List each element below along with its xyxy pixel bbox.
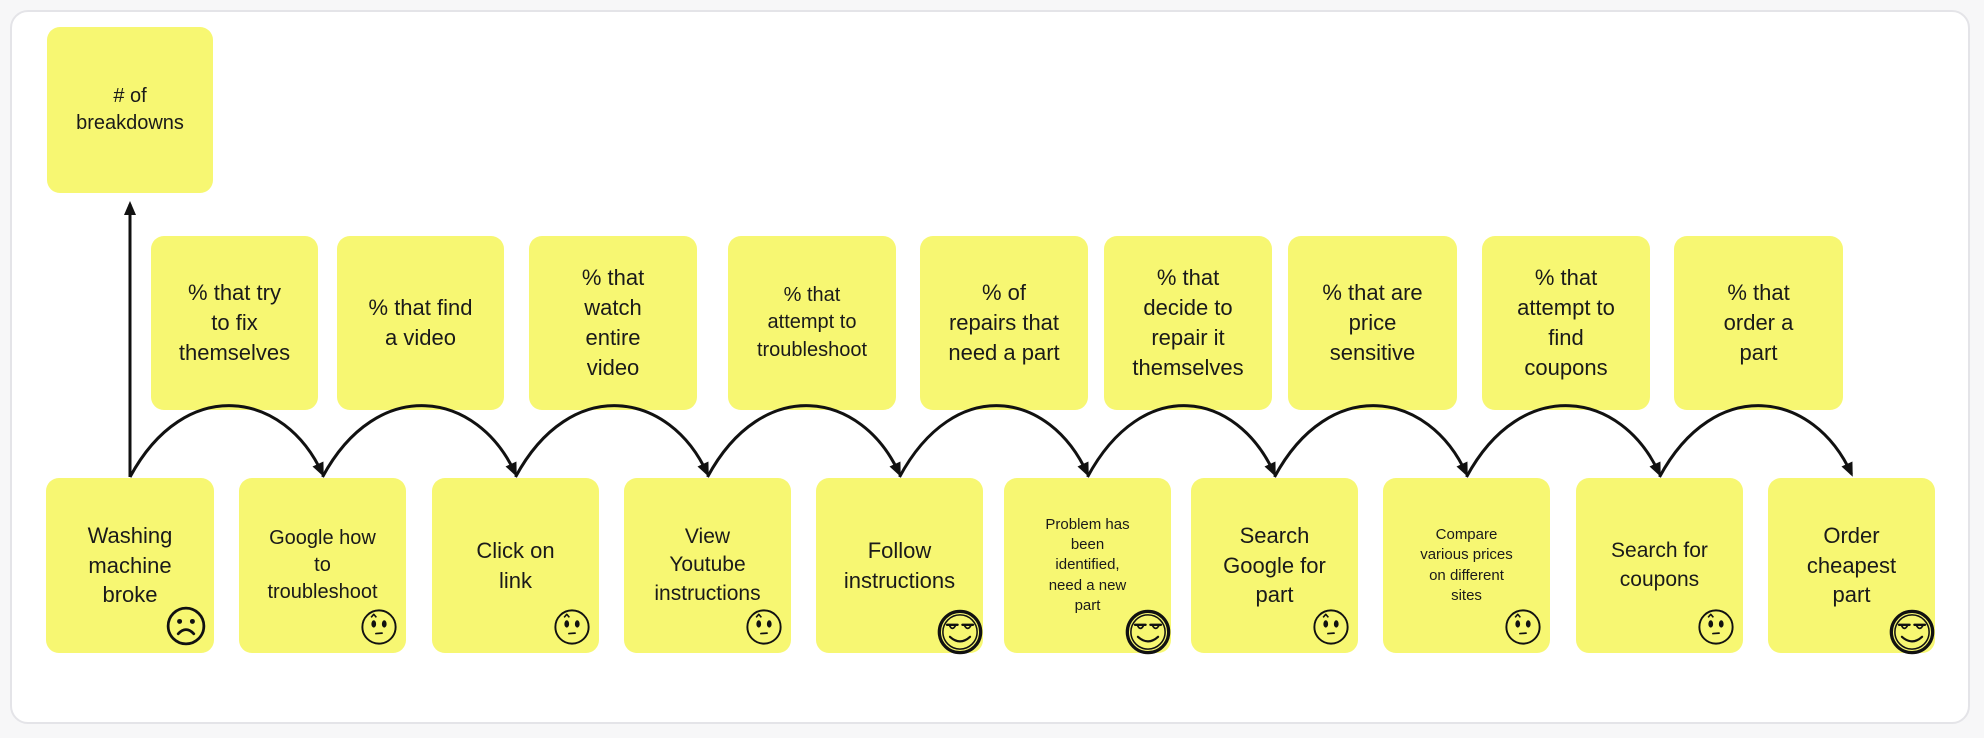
neutral-face-icon (551, 606, 593, 648)
sticky-note-label: Search Google for part (1223, 522, 1326, 608)
sticky-note-order-cheapest-part[interactable]: Order cheapest part (1768, 478, 1935, 655)
sticky-note-try-fix-themselves[interactable]: % that try to fix themselves (151, 236, 318, 410)
sticky-note-click-on-link[interactable]: Click on link (432, 478, 599, 653)
sticky-note-search-for-coupons[interactable]: Search for coupons (1576, 478, 1743, 653)
sticky-note-label: Order cheapest part (1806, 522, 1897, 608)
sticky-note-label: Search for coupons (1611, 538, 1708, 591)
sticky-note-attempt-troubleshoot[interactable]: % that attempt to troubleshoot (728, 236, 896, 410)
sticky-note-label: % of repairs that need a part (948, 280, 1060, 365)
smug-face-icon (1123, 607, 1173, 657)
sticky-note-label: Follow instructions (843, 537, 956, 593)
neutral-face-icon (1502, 606, 1544, 648)
sticky-note-price-sensitive[interactable]: % that are price sensitive (1288, 236, 1457, 410)
sticky-note-label: Compare various prices on different site… (1420, 525, 1513, 604)
sticky-note-label: % that order a part (1723, 280, 1794, 365)
sticky-note-breakdowns[interactable]: # of breakdowns (47, 27, 213, 193)
sticky-note-search-google-part[interactable]: Search Google for part (1191, 478, 1358, 653)
smug-face-icon (935, 607, 985, 657)
sticky-note-watch-entire-video[interactable]: % that watch entire video (529, 236, 697, 410)
sticky-note-label: % that are price sensitive (1322, 280, 1423, 365)
sticky-note-label: % that decide to repair it themselves (1132, 265, 1244, 380)
sticky-note-label: % that attempt to find coupons (1517, 265, 1615, 380)
sticky-note-washing-machine-broke[interactable]: Washing machine broke (46, 478, 214, 653)
sticky-note-repairs-need-part[interactable]: % of repairs that need a part (920, 236, 1088, 410)
neutral-face-icon (358, 606, 400, 648)
sticky-note-label: % that attempt to troubleshoot (756, 284, 868, 361)
sticky-note-problem-identified[interactable]: Problem has been identified, need a new … (1004, 478, 1171, 655)
sticky-note-follow-instructions[interactable]: Follow instructions (816, 478, 983, 655)
sticky-note-label: View Youtube instructions (654, 524, 761, 605)
neutral-face-icon (1310, 606, 1352, 648)
sticky-note-view-youtube[interactable]: View Youtube instructions (624, 478, 791, 653)
sticky-note-label: Google how to troubleshoot (267, 526, 378, 604)
sticky-note-attempt-find-coupons[interactable]: % that attempt to find coupons (1482, 236, 1650, 410)
sticky-note-order-a-part[interactable]: % that order a part (1674, 236, 1843, 410)
sticky-note-label: Washing machine broke (87, 522, 173, 608)
sticky-note-label: Problem has been identified, need a new … (1045, 515, 1130, 615)
sticky-note-find-a-video[interactable]: % that find a video (337, 236, 504, 410)
sticky-note-repair-it-themselves[interactable]: % that decide to repair it themselves (1104, 236, 1272, 410)
sticky-note-compare-prices[interactable]: Compare various prices on different site… (1383, 478, 1550, 653)
sticky-note-label: Click on link (476, 537, 555, 593)
neutral-face-icon (1695, 606, 1737, 648)
smug-face-icon (1887, 607, 1937, 657)
sad-face-icon (164, 604, 208, 648)
sticky-note-label: % that find a video (368, 295, 473, 350)
sticky-note-label: # of breakdowns (76, 84, 184, 134)
sticky-note-label: % that watch entire video (581, 265, 645, 380)
neutral-face-icon (743, 606, 785, 648)
sticky-note-label: % that try to fix themselves (178, 280, 291, 365)
sticky-note-google-troubleshoot[interactable]: Google how to troubleshoot (239, 478, 406, 653)
